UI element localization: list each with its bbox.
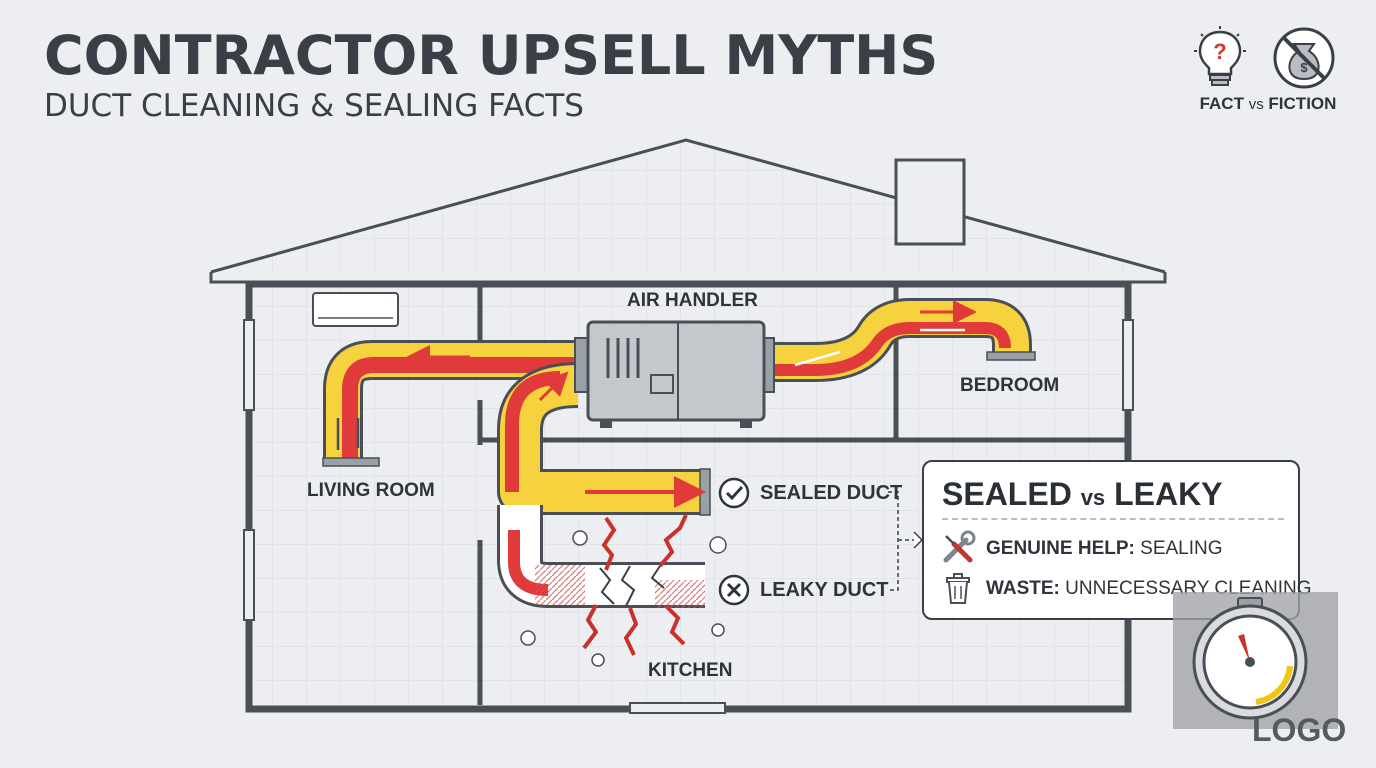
card-title-right: LEAKY [1114, 476, 1223, 512]
vs-label: vs [1248, 96, 1264, 113]
genuine-help-term: GENUINE HELP: [986, 538, 1135, 559]
card-row-genuine-help: GENUINE HELP: SEALING [986, 538, 1223, 560]
sealed-duct-label: SEALED DUCT [760, 482, 903, 504]
page-subtitle: DUCT CLEANING & SEALING FACTS [44, 88, 584, 124]
card-title-vs: vs [1080, 485, 1106, 510]
waste-term: WASTE: [986, 578, 1060, 599]
svg-text:$: $ [1300, 60, 1308, 75]
wrench-screwdriver-icon [943, 530, 976, 563]
no-money-bag-icon: $ [1273, 27, 1335, 89]
trash-can-icon [946, 573, 970, 604]
gauge-icon [1192, 597, 1308, 720]
air-handler-label: AIR HANDLER [627, 290, 758, 311]
card-title: SEALED vs LEAKY [942, 476, 1223, 513]
logo-text: LOGO [1252, 712, 1347, 748]
fact-vs-fiction-label: FACT vs FICTION [1188, 94, 1348, 114]
kitchen-label: KITCHEN [648, 660, 733, 681]
genuine-help-text: SEALING [1140, 538, 1223, 559]
svg-text:?: ? [1213, 39, 1226, 64]
lightbulb-question-icon: ? [1194, 26, 1246, 86]
card-title-left: SEALED [942, 476, 1072, 512]
x-circle-icon [718, 574, 750, 606]
bedroom-label: BEDROOM [960, 375, 1060, 396]
leaky-duct-label: LEAKY DUCT [760, 579, 889, 601]
fact-label: FACT [1199, 94, 1244, 113]
living-room-label: LIVING ROOM [307, 480, 435, 501]
checkmark-icon [718, 477, 750, 509]
fiction-label: FICTION [1268, 94, 1337, 113]
page-title: CONTRACTOR UPSELL MYTHS [44, 24, 939, 87]
card-divider [942, 518, 1284, 520]
